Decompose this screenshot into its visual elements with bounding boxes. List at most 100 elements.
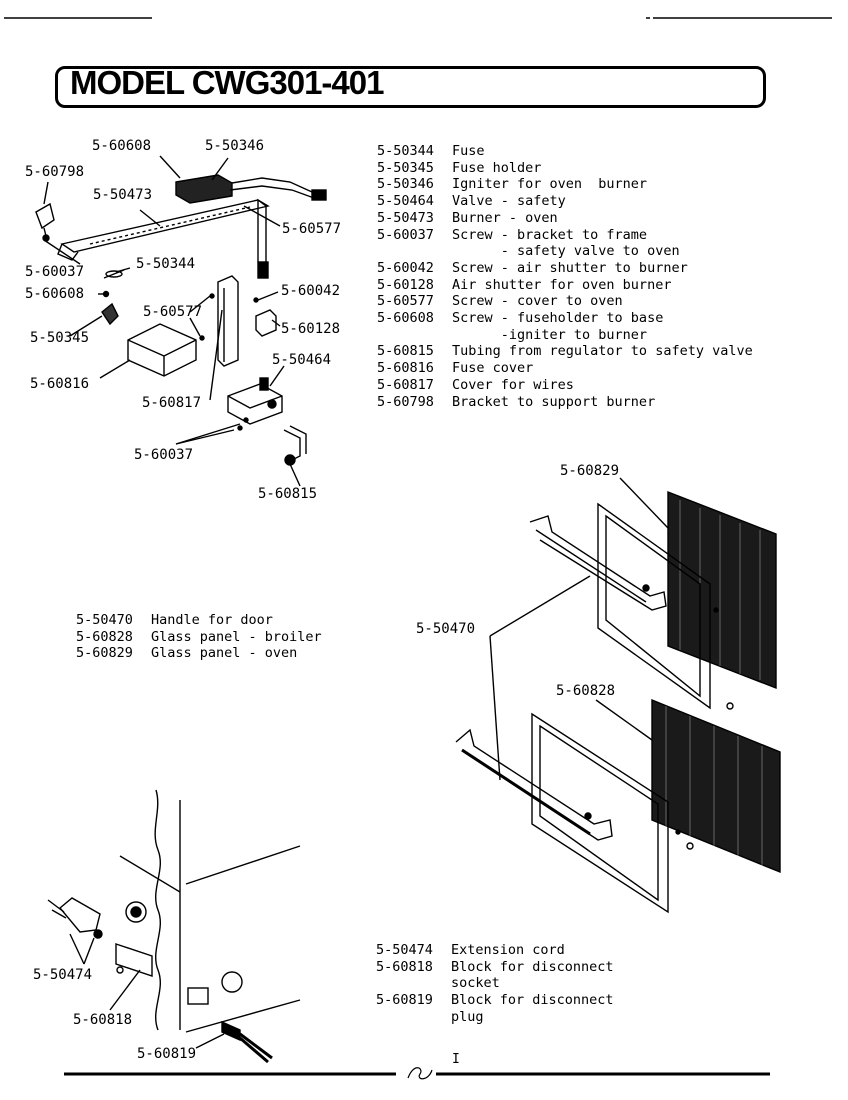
part-number: 5-60577	[377, 293, 434, 310]
part-row: 5-50474 Extension cord	[376, 942, 614, 959]
part-row: 5-50344 Fuse	[377, 143, 753, 160]
part-description: Valve - safety	[452, 193, 566, 210]
part-row: 5-60608 Screw - fuseholder to base	[377, 310, 753, 327]
page-mark-glyph	[407, 1067, 433, 1080]
callout-5-60817: 5-60817	[142, 395, 202, 411]
part-row: 5-50345 Fuse holder	[377, 160, 753, 177]
part-row: plug	[376, 1009, 614, 1026]
callout-5-60577-mid: 5-60577	[143, 304, 203, 320]
burner-parts-list: 5-50344 Fuse 5-50345 Fuse holder 5-50346 Igni…	[377, 143, 753, 410]
part-row: 5-60816 Fuse cover	[377, 360, 753, 377]
part-number: 5-50344	[377, 143, 434, 159]
part-description: Screw - cover to oven	[452, 293, 623, 310]
part-description: Air shutter for oven burner	[452, 276, 672, 293]
part-number: 5-50346	[377, 176, 434, 193]
callout-5-60037-left: 5-60037	[25, 264, 85, 280]
part-description: Extension cord	[451, 942, 565, 958]
part-number: 5-60608	[377, 310, 434, 327]
part-description: Screw - air shutter to burner	[452, 259, 688, 276]
part-description: - safety valve to oven	[452, 243, 680, 260]
callout-5-50464: 5-50464	[272, 352, 332, 368]
part-number: 5-60828	[76, 628, 133, 645]
page-number: I	[452, 1052, 460, 1067]
part-description: Block for disconnect	[451, 992, 614, 1009]
callout-5-60608-left: 5-60608	[25, 286, 85, 302]
part-description: Fuse holder	[452, 159, 542, 176]
part-number: 5-50345	[377, 159, 434, 176]
part-description: Screw - bracket to frame	[452, 226, 648, 243]
part-number: 5-60817	[377, 376, 434, 393]
burner-assembly	[35, 155, 327, 487]
part-row: 5-60577 Screw - cover to oven	[377, 293, 753, 310]
callout-5-60818: 5-60818	[73, 1012, 133, 1028]
part-number: 5-60042	[377, 259, 434, 276]
part-number: 5-50464	[377, 193, 434, 210]
part-number: 5-50470	[76, 612, 133, 628]
part-row: 5-60815 Tubing from regulator to safety v…	[377, 343, 753, 360]
callout-5-60828: 5-60828	[556, 683, 616, 699]
part-number: 5-60818	[376, 958, 433, 975]
part-number: 5-60128	[377, 276, 434, 293]
callout-5-60816: 5-60816	[30, 376, 90, 392]
title-frame	[55, 66, 766, 108]
callout-5-60819: 5-60819	[137, 1046, 197, 1062]
part-row: 5-60798 Bracket to support burner	[377, 394, 753, 411]
part-description: Screw - fuseholder to base	[452, 310, 664, 327]
part-row: 5-50346 Igniter for oven burner	[377, 176, 753, 193]
part-description: Tubing from regulator to safety valve	[452, 343, 753, 360]
part-description: plug	[451, 1008, 484, 1025]
part-row: 5-60819 Block for disconnect	[376, 992, 614, 1009]
part-row: 5-60829 Glass panel - oven	[76, 645, 322, 662]
callout-5-50346: 5-50346	[205, 138, 265, 154]
part-description: Block for disconnect	[451, 958, 614, 975]
part-row: 5-60828 Glass panel - broiler	[76, 629, 322, 646]
part-description: Handle for door	[151, 612, 273, 628]
part-number: 5-60798	[377, 393, 434, 410]
part-row: 5-60042 Screw - air shutter to burner	[377, 260, 753, 277]
part-row: 5-60037 Screw - bracket to frame	[377, 227, 753, 244]
part-number: 5-60829	[76, 645, 133, 662]
part-row: -igniter to burner	[377, 327, 753, 344]
part-description: Fuse	[452, 143, 485, 159]
part-number: 5-50473	[377, 209, 434, 226]
part-number: 5-50474	[376, 942, 433, 958]
part-description: socket	[451, 975, 500, 992]
callout-5-60815: 5-60815	[258, 486, 318, 502]
part-row: 5-50473 Burner - oven	[377, 210, 753, 227]
part-number: 5-60819	[376, 992, 433, 1009]
part-number: 5-60816	[377, 360, 434, 377]
callout-5-50474: 5-50474	[33, 967, 93, 983]
part-description: Glass panel - oven	[151, 645, 298, 662]
callout-5-60042: 5-60042	[281, 283, 341, 299]
part-row: 5-50464 Valve - safety	[377, 193, 753, 210]
part-description: Cover for wires	[452, 376, 574, 393]
callout-5-60128: 5-60128	[281, 321, 341, 337]
part-description: Glass panel - broiler	[151, 628, 322, 645]
extension-cord-assembly	[47, 789, 301, 1064]
part-description: -igniter to burner	[452, 326, 648, 343]
callout-5-60829: 5-60829	[560, 463, 620, 479]
part-description: Igniter for oven burner	[452, 176, 648, 193]
callout-5-60798: 5-60798	[25, 164, 85, 180]
part-row: socket	[376, 975, 614, 992]
callout-5-60608: 5-60608	[92, 138, 152, 154]
page-title: MODEL CWG301-401	[70, 64, 384, 101]
part-row: 5-60128 Air shutter for oven burner	[377, 277, 753, 294]
callout-5-60577-top: 5-60577	[282, 221, 342, 237]
callout-5-50345: 5-50345	[30, 330, 90, 346]
callout-5-50344: 5-50344	[136, 256, 196, 272]
door-panels	[455, 477, 781, 914]
part-number: 5-60815	[377, 343, 434, 360]
part-description: Bracket to support burner	[452, 393, 656, 410]
part-row: - safety valve to oven	[377, 243, 753, 260]
callout-5-50473: 5-50473	[93, 187, 153, 203]
part-row: 5-60817 Cover for wires	[377, 377, 753, 394]
part-description: Fuse cover	[452, 360, 534, 377]
callout-5-60037-bottom: 5-60037	[134, 447, 194, 463]
part-description: Burner - oven	[452, 209, 558, 226]
part-row: 5-50470 Handle for door	[76, 612, 322, 629]
part-row: 5-60818 Block for disconnect	[376, 959, 614, 976]
part-number: 5-60037	[377, 226, 434, 243]
